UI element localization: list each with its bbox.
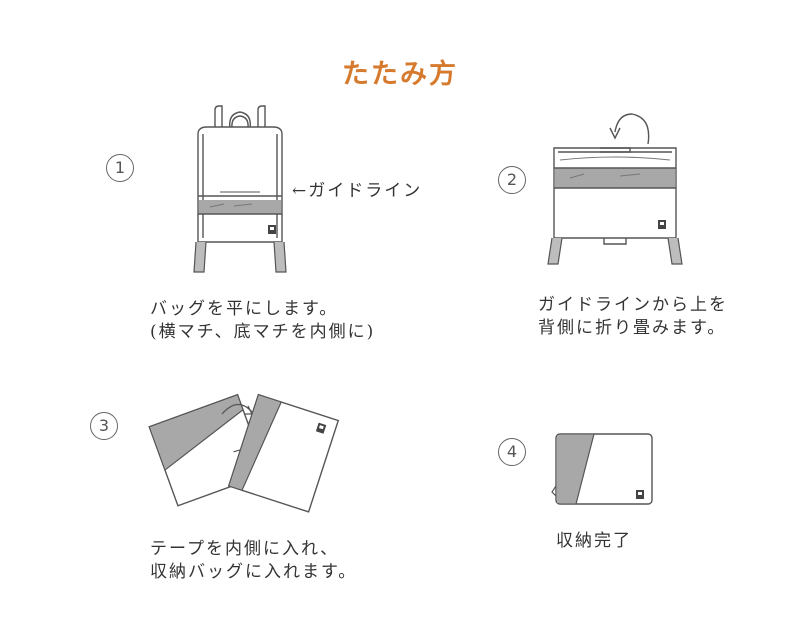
step-2-caption: ガイドラインから上を 背側に折り畳みます。 xyxy=(538,294,728,340)
guide-line-label: ←ガイドライン xyxy=(292,181,423,201)
step-1-line-2: (横マチ、底マチを内側に) xyxy=(150,322,376,342)
step-4-caption: 収納完了 xyxy=(556,530,632,553)
step-1-caption: バッグを平にします。 (横マチ、底マチを内側に) xyxy=(150,298,375,344)
backpack-flat-icon xyxy=(193,105,287,273)
step-2-line-2: 背側に折り畳みます。 xyxy=(538,318,727,338)
storage-bag-icon xyxy=(551,433,653,505)
step-3-line-1: テープを内側に入れ、 xyxy=(150,539,340,559)
step-3-line-2: 収納バッグに入れます。 xyxy=(150,562,358,582)
step-1-line-1: バッグを平にします。 xyxy=(150,299,339,319)
page-title: たたみ方 xyxy=(342,59,458,90)
step-2-line-1: ガイドラインから上を xyxy=(538,295,728,315)
fold-arrow-icon xyxy=(609,113,650,145)
step-1-number: 1 xyxy=(106,154,134,182)
step-3-number: 3 xyxy=(90,412,118,440)
step-4-line-1: 収納完了 xyxy=(556,531,632,551)
step-3-caption: テープを内側に入れ、 収納バッグに入れます。 xyxy=(150,538,357,584)
step-2-number: 2 xyxy=(498,166,526,194)
step-4-number: 4 xyxy=(498,438,526,466)
bag-insert-icon xyxy=(148,393,340,513)
backpack-folded-icon xyxy=(547,147,683,265)
